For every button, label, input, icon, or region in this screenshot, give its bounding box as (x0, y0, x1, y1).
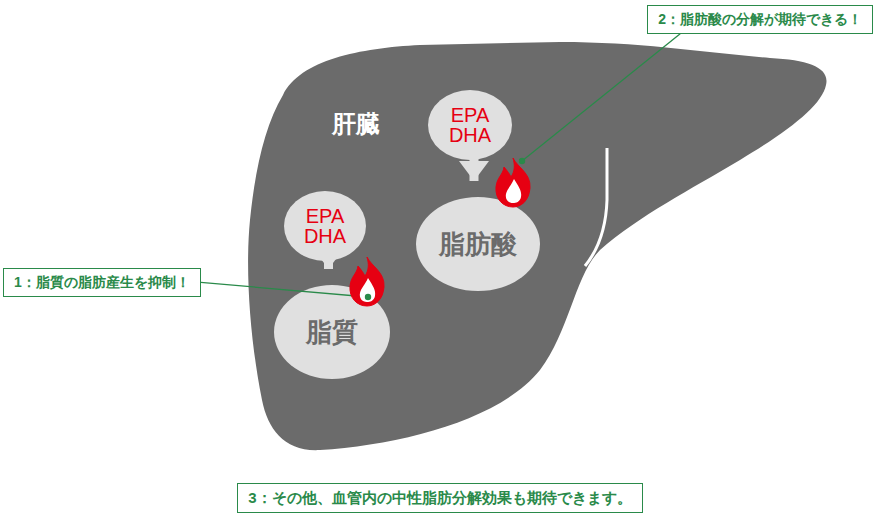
callout-box: 2：脂肪酸の分解が期待できる！ (647, 5, 873, 34)
liver-fold (585, 148, 607, 266)
leader-line (201, 282, 368, 297)
substance-label: EPA DHA (447, 105, 493, 145)
bubble-ellipse (428, 90, 512, 160)
substance-bubble: EPA DHA (428, 90, 512, 160)
callout-box: 1：脂質の脂肪産生を抑制！ (3, 268, 201, 297)
leader-dot (365, 294, 371, 300)
leader-line (522, 34, 680, 161)
substance-bubble: EPA DHA (284, 191, 366, 261)
callout-text: 1：脂質の脂肪産生を抑制！ (14, 274, 190, 291)
flame-callout (496, 34, 680, 207)
callout-text: 3：その他、血管内の中性脂肪分解効果も期待できます。 (248, 489, 631, 507)
substance-label: EPA DHA (302, 206, 348, 246)
substance-label: 脂肪酸 (439, 231, 517, 257)
substance-bubble: 脂肪酸 (416, 197, 540, 291)
liver-outline (248, 42, 826, 450)
flow-arrow (470, 157, 479, 181)
liver-organ: 肝臓 EPA DHA 脂肪酸 EPA DHA 脂質 (240, 40, 835, 460)
callout-text: 2：脂肪酸の分解が期待できる！ (658, 11, 862, 28)
bubble-ellipse (416, 197, 540, 291)
bubble-ellipse (284, 191, 366, 261)
callout-box: 3：その他、血管内の中性脂肪分解効果も期待できます。 (237, 483, 642, 513)
substance-bubble: 脂質 (274, 285, 390, 379)
flame-callout (201, 257, 384, 306)
organ-label: 肝臓 (332, 108, 380, 140)
substance-label: 脂質 (306, 319, 358, 345)
flame-icon (496, 158, 530, 207)
leader-dot (519, 158, 525, 164)
flame-icon (350, 257, 384, 306)
